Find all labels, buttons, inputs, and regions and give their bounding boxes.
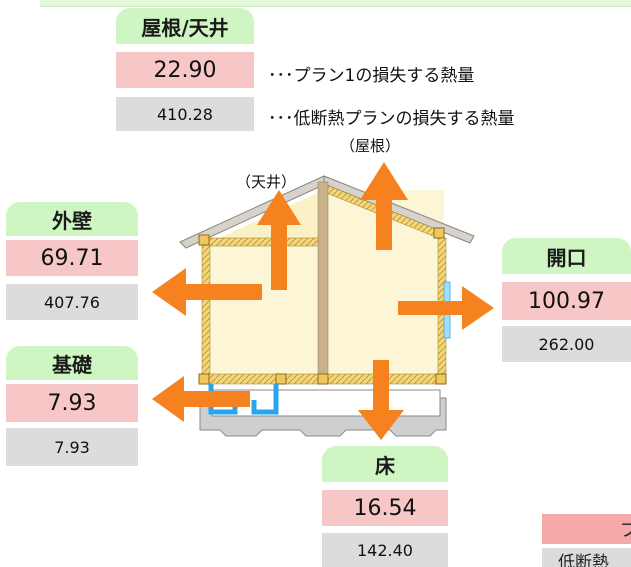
legend-plan1: ･･･プラン1の損失する熱量	[268, 66, 475, 86]
label-roof: （屋根）	[340, 137, 401, 155]
bottom-legend-plan1: プラ	[542, 514, 631, 544]
label-ceiling: （天井）	[236, 173, 297, 191]
roof-title: 屋根/天井	[116, 8, 254, 44]
legend-low: ･･･低断熱プランの損失する熱量	[268, 109, 515, 129]
arrow-ceiling	[257, 190, 301, 290]
arrow-wall	[152, 268, 262, 316]
opening-low-value: 262.00	[502, 326, 631, 362]
arrow-roof	[360, 162, 408, 250]
ceiling-insulation	[203, 237, 325, 247]
foundation-low-value: 7.93	[6, 428, 138, 466]
room-left	[204, 245, 324, 380]
left-wall-insulation	[201, 244, 211, 381]
wall-title: 外壁	[6, 202, 138, 236]
sill-right	[433, 227, 445, 239]
foundation-insulation-2	[251, 384, 279, 415]
floor-plan1-value: 16.54	[322, 490, 448, 526]
floor-low-value: 142.40	[322, 533, 448, 567]
foundation-plan1-value: 7.93	[6, 384, 138, 422]
sill-bl	[198, 373, 210, 385]
wall-low-value: 407.76	[6, 284, 138, 320]
roof-right	[323, 175, 475, 244]
heat-arrows	[152, 162, 494, 440]
foundation-title: 基礎	[6, 346, 138, 380]
bottom-legend-low: 低断熱	[542, 548, 631, 567]
sill-bcc	[317, 373, 329, 385]
bottom-legend: プラ 低断熱	[542, 514, 631, 567]
sill-left	[198, 234, 210, 246]
roof-plan1-value: 22.90	[116, 52, 254, 88]
sill-br	[435, 373, 447, 385]
arrow-opening	[398, 286, 494, 330]
opening-plan1-value: 100.97	[502, 282, 631, 320]
center-wall	[317, 181, 329, 379]
wall-plan1-value: 69.71	[6, 240, 138, 276]
arrow-floor	[358, 360, 404, 440]
opening-title: 開口	[502, 238, 631, 274]
top-strip	[40, 0, 631, 7]
floor-title: 床	[322, 446, 448, 482]
roof-low-value: 410.28	[116, 97, 254, 131]
arrow-foundation	[152, 376, 250, 422]
sill-bc	[275, 373, 287, 385]
